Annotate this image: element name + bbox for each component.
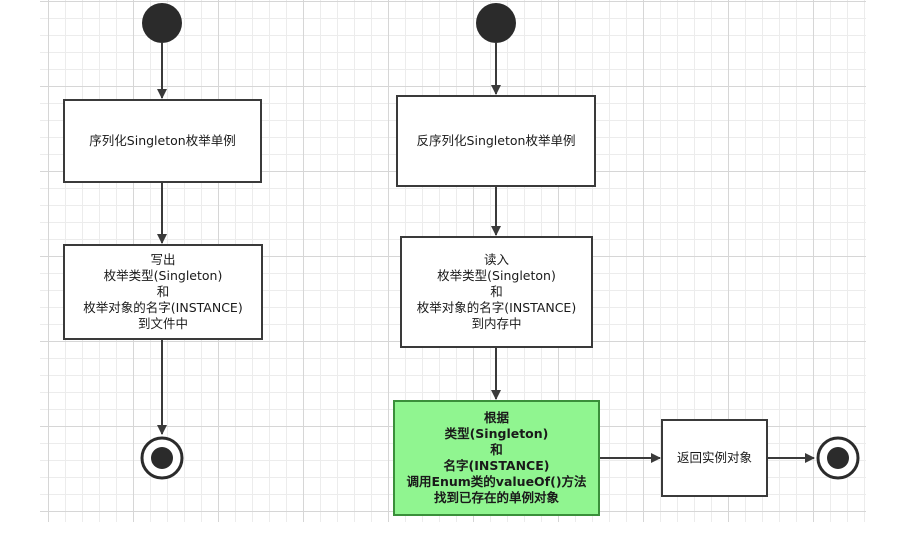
node-text-line: 到内存中 — [471, 316, 522, 331]
node-text-line: 枚举对象的名字(INSTANCE) — [83, 300, 243, 315]
left-end-node — [140, 436, 184, 480]
right-deserialize-node: 反序列化Singleton枚举单例 — [396, 95, 596, 187]
left-start-node — [142, 3, 182, 43]
node-text-line: 名字(INSTANCE) — [443, 458, 550, 473]
node-text-line: 类型(Singleton) — [444, 426, 549, 441]
left-serialize-node: 序列化Singleton枚举单例 — [63, 99, 262, 183]
left-write-node: 写出 枚举类型(Singleton) 和 枚举对象的名字(INSTANCE) 到… — [63, 244, 263, 340]
node-text-line: 根据 — [483, 410, 509, 425]
right-end-node — [816, 436, 860, 480]
node-text-line: 和 — [490, 284, 503, 299]
node-text-line: 到文件中 — [137, 316, 188, 331]
node-text-line: 枚举对象的名字(INSTANCE) — [416, 300, 577, 315]
right-start-node — [476, 3, 516, 43]
node-text-line: 枚举类型(Singleton) — [103, 268, 223, 283]
node-text-line: 枚举类型(Singleton) — [437, 268, 556, 283]
node-text-line: 返回实例对象 — [676, 450, 752, 465]
node-text-line: 和 — [156, 284, 170, 299]
node-text-line: 序列化Singleton枚举单例 — [89, 133, 236, 148]
node-text-line: 和 — [490, 442, 503, 457]
node-text-line: 读入 — [483, 252, 509, 267]
right-read-node: 读入 枚举类型(Singleton) 和 枚举对象的名字(INSTANCE) 到… — [400, 236, 593, 348]
node-text-line: 找到已存在的单例对象 — [433, 490, 559, 505]
node-text-line: 调用Enum类的valueOf()方法 — [406, 474, 587, 489]
right-return-node: 返回实例对象 — [661, 419, 768, 497]
node-text-line: 反序列化Singleton枚举单例 — [416, 133, 576, 148]
node-text-line: 写出 — [150, 252, 176, 267]
right-valueof-node: 根据 类型(Singleton) 和 名字(INSTANCE) 调用Enum类的… — [393, 400, 600, 516]
